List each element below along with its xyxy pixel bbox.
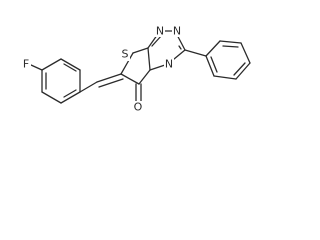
molecule-structure: F S N N N O — [21, 24, 251, 114]
atom-n3-label: N — [164, 58, 174, 71]
svg-text:F: F — [23, 58, 29, 71]
svg-text:N: N — [173, 25, 181, 38]
triazole-phenyl-bond — [184, 49, 207, 57]
atom-o-label: O — [133, 101, 143, 114]
exocyclic-double-bond — [96, 73, 124, 88]
fluorophenyl-ring — [41, 58, 81, 104]
atom-f-label: F — [21, 58, 31, 71]
atom-s-label: S — [120, 48, 130, 61]
carbonyl-bond — [135, 83, 142, 103]
svg-text:N: N — [165, 58, 173, 71]
svg-text:O: O — [134, 101, 143, 114]
svg-text:N: N — [156, 25, 164, 38]
cf-bond — [30, 64, 43, 71]
aryl-methine-bond — [79, 81, 98, 93]
svg-text:S: S — [122, 48, 129, 61]
atom-n2-label: N — [172, 24, 182, 38]
atom-n1-label: N — [155, 24, 165, 38]
thiazolone-ring — [120, 47, 151, 85]
phenyl-ring — [205, 40, 251, 80]
